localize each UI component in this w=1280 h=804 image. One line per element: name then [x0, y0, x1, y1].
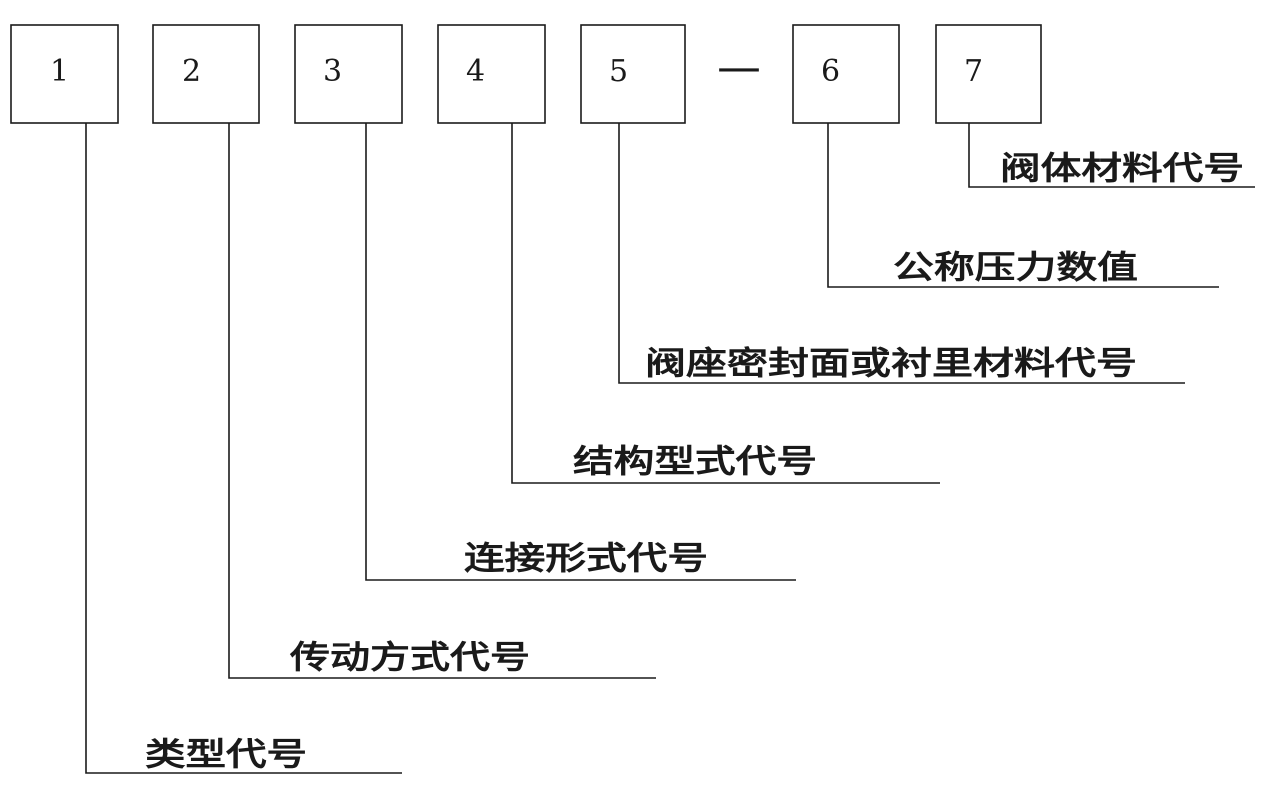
code-box-1: 1: [10, 24, 119, 124]
code-box-4-number: 4: [466, 54, 485, 89]
code-box-4: 4: [437, 24, 546, 124]
label-drive-mode-code: 传动方式代号: [289, 638, 530, 676]
label-body-material-code: 阀体材料代号: [1000, 149, 1244, 187]
label-structure-type-code: 结构型式代号: [573, 442, 817, 480]
label-nominal-pressure-value: 公称压力数值: [893, 248, 1138, 286]
code-box-6: 6: [792, 24, 900, 124]
code-box-7: 7: [935, 24, 1042, 124]
leader-line-2: [228, 123, 656, 679]
code-box-6-number: 6: [821, 54, 840, 89]
leader-line-7: [968, 123, 1255, 188]
code-box-7-number: 7: [964, 54, 983, 89]
separator-dash: —: [717, 42, 761, 93]
code-box-2: 2: [152, 24, 260, 124]
label-seat-seal-material-code: 阀座密封面或衬里材料代号: [645, 344, 1137, 382]
leader-line-4: [511, 123, 940, 484]
label-type-code: 类型代号: [145, 735, 307, 773]
code-box-5-number: 5: [609, 54, 628, 89]
leader-line-5: [618, 123, 1185, 384]
code-box-1-number: 1: [50, 54, 69, 89]
leader-line-1: [85, 123, 402, 774]
code-box-3-number: 3: [323, 54, 342, 89]
code-box-3: 3: [294, 24, 403, 124]
leader-line-6: [827, 123, 1219, 288]
code-box-2-number: 2: [182, 54, 201, 89]
label-connection-type-code: 连接形式代号: [464, 539, 708, 577]
leader-line-3: [365, 123, 796, 581]
code-box-5: 5: [580, 24, 686, 124]
